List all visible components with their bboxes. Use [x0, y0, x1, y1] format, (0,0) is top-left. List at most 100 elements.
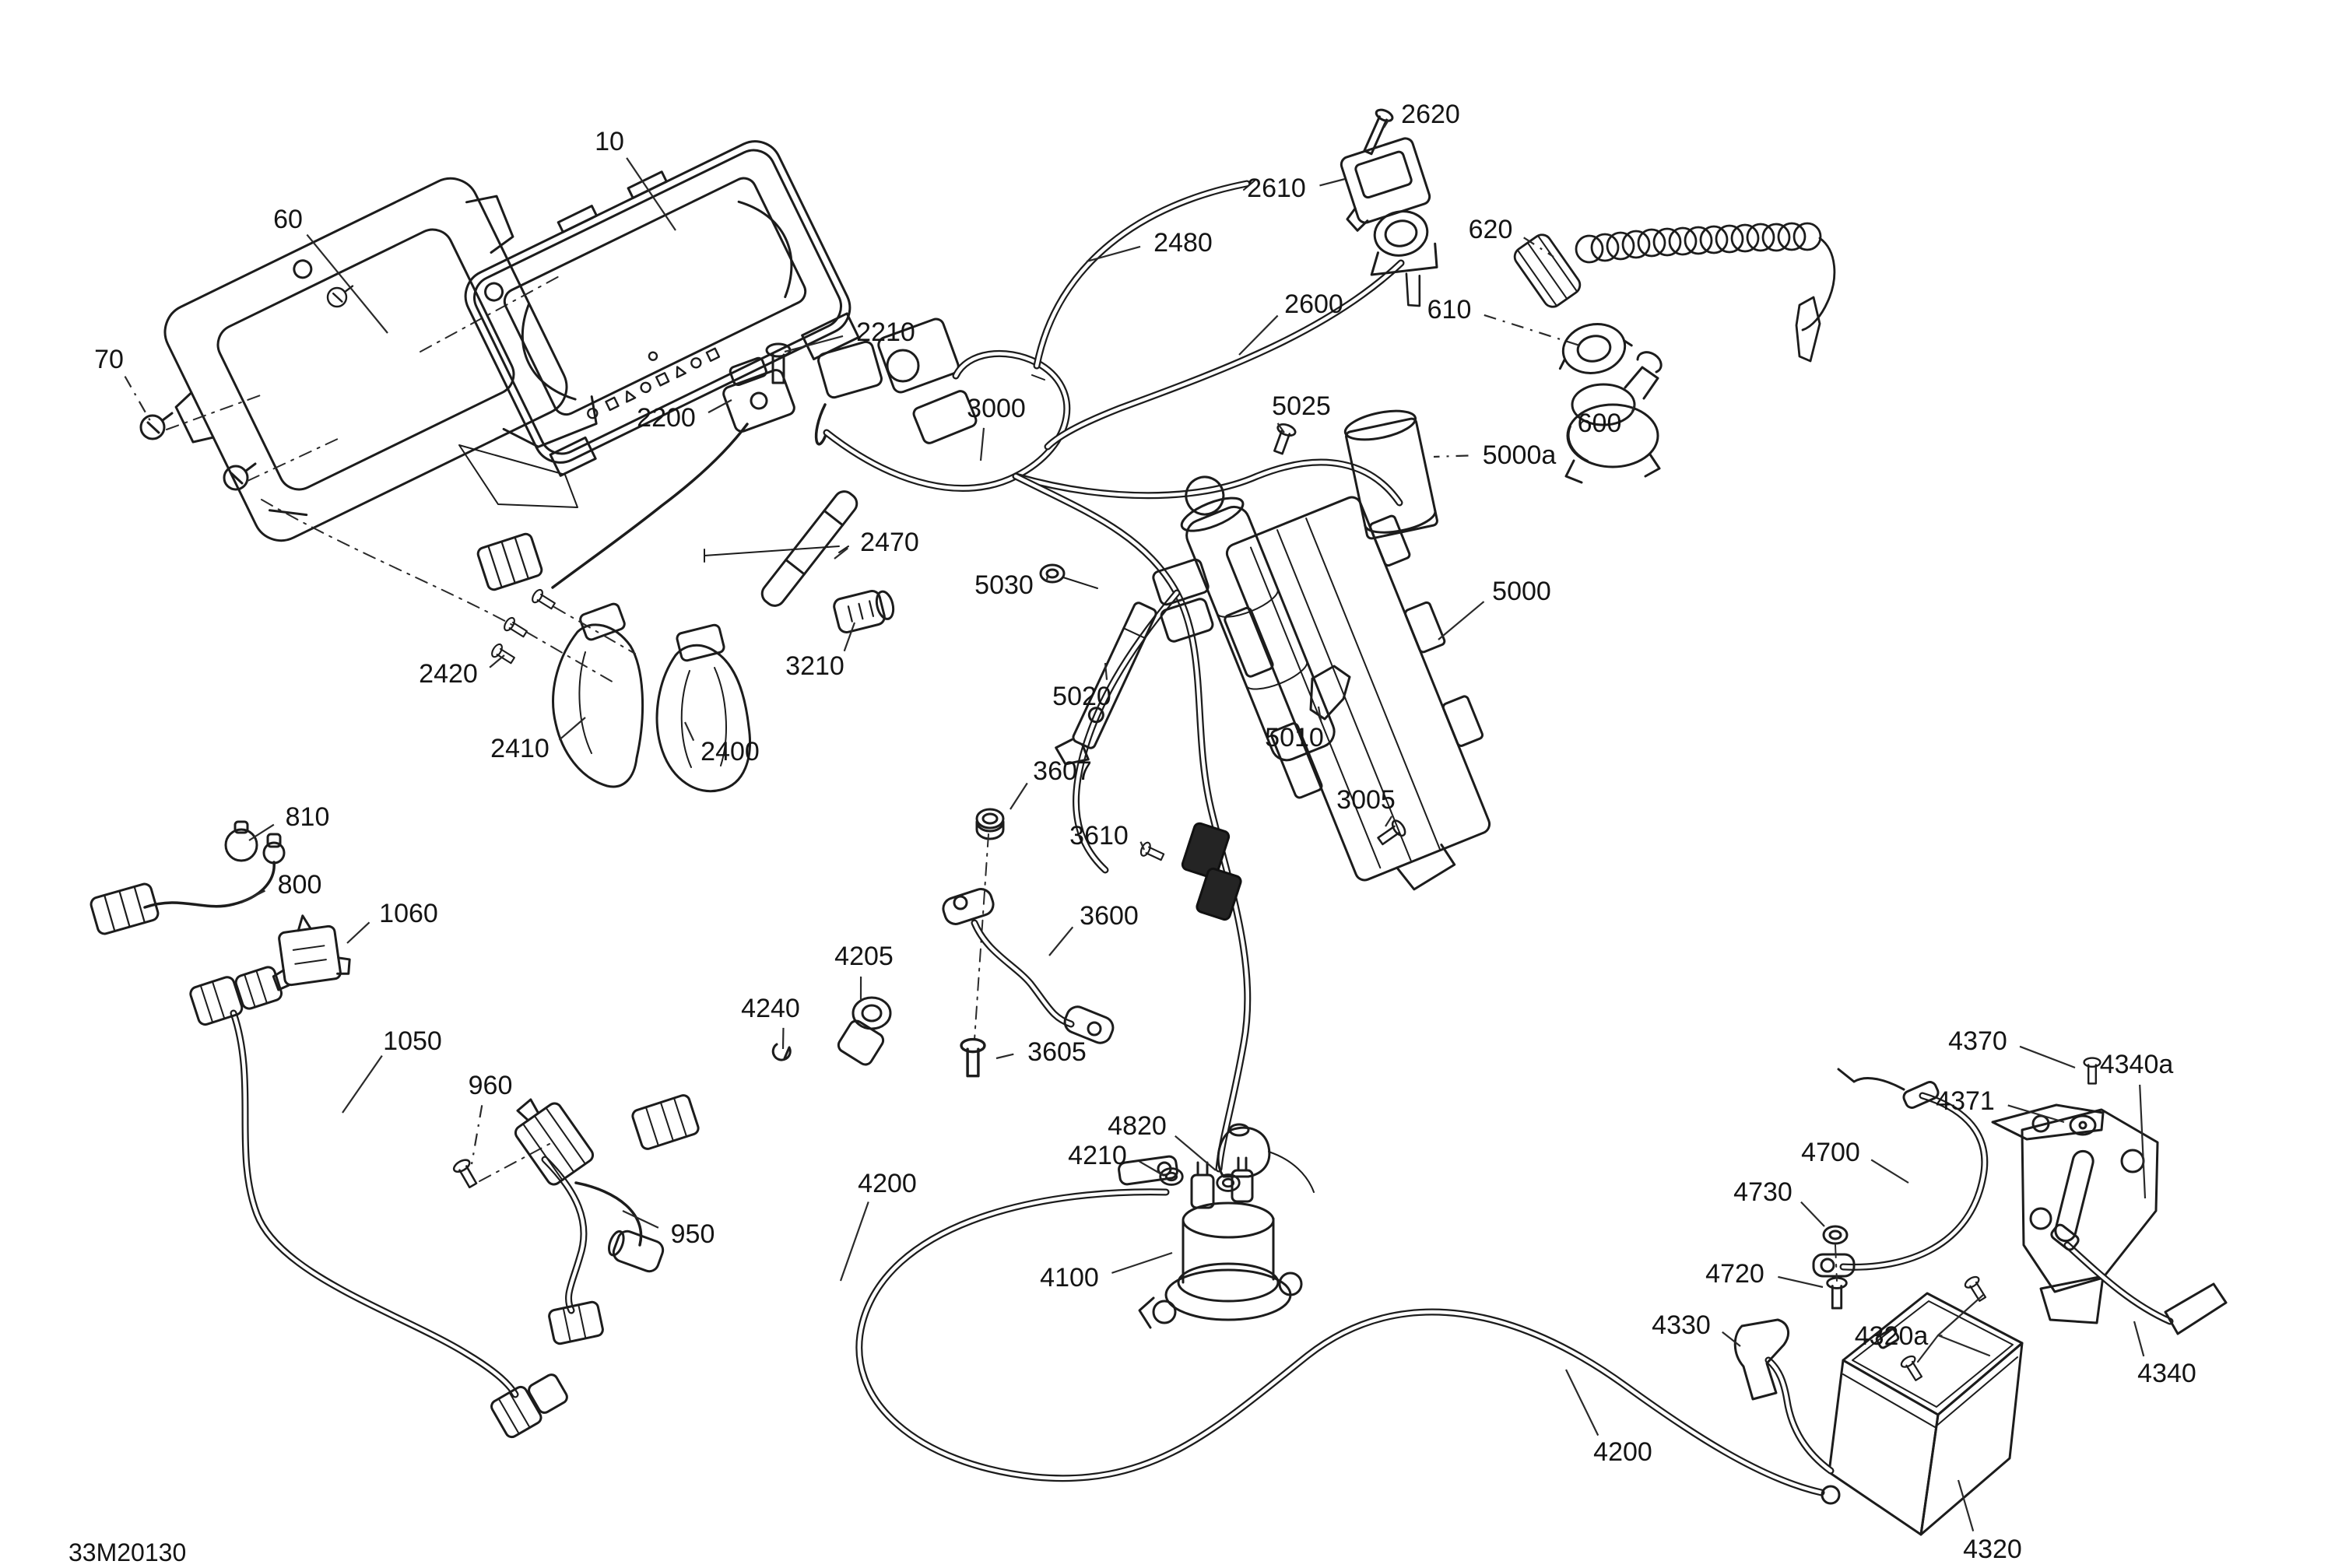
hold-down-rod-4340	[2050, 1223, 2228, 1335]
leader-70-2	[124, 376, 153, 426]
battery-bracket-4340a	[1991, 1103, 2159, 1324]
leader-1060-41	[346, 921, 370, 944]
gauge-icon-row	[587, 347, 721, 419]
callout-2480: 2480	[1153, 228, 1213, 258]
harness-dark-connector-a	[1181, 822, 1231, 879]
gauge-support-frame	[163, 177, 598, 542]
callout-3610: 3610	[1069, 821, 1129, 851]
callout-3210: 3210	[785, 651, 844, 681]
callout-2410: 2410	[490, 734, 550, 763]
leader-2420-6	[489, 654, 505, 668]
switch-housing-2410	[552, 602, 644, 788]
terminal-boot-4205	[837, 996, 892, 1066]
bulb-810	[224, 820, 258, 862]
callout-950: 950	[671, 1219, 715, 1249]
leader-4720-44	[1778, 1275, 1824, 1289]
callout-620: 620	[1469, 215, 1513, 244]
leader-4320a-46	[1937, 1334, 1943, 1337]
leader-5000a-18	[1433, 454, 1469, 458]
tether-clip	[1795, 296, 1821, 363]
leader-3005-24	[1385, 816, 1393, 827]
leader-3210-9	[843, 622, 856, 652]
cable-4700-lug-bottom	[1812, 1253, 1856, 1278]
leader-2400-8	[684, 721, 695, 742]
leader-800-40	[241, 889, 266, 903]
tether-cord-620	[1513, 222, 1836, 363]
flange-nut-3607	[975, 808, 1005, 840]
multifunction-gauge	[464, 140, 860, 477]
leader-4371-48	[2007, 1104, 2065, 1124]
terminal-boot-4330	[1733, 1318, 1790, 1401]
callout-3600: 3600	[1080, 901, 1139, 931]
leader-950-38	[622, 1210, 659, 1229]
callout-4820: 4820	[1108, 1111, 1167, 1141]
leader-2620-14	[1383, 119, 1390, 128]
sensor-2200	[722, 356, 795, 433]
relay-2610	[1340, 137, 1431, 232]
callout-960: 960	[469, 1071, 513, 1100]
bolt-3005	[1374, 817, 1409, 850]
connector-left-plug	[476, 532, 543, 591]
callout-3607: 3607	[1033, 756, 1092, 786]
leader-600-17	[1630, 404, 1636, 415]
leader-1050-36	[342, 1054, 383, 1114]
leader-4200-34	[839, 1201, 869, 1282]
callout-2210: 2210	[856, 317, 915, 347]
leader-4340-50	[2133, 1321, 2145, 1357]
callout-70: 70	[94, 345, 124, 374]
callout-4100: 4100	[1040, 1263, 1099, 1293]
main-harness-3000	[827, 353, 1399, 1169]
callout-4730: 4730	[1733, 1177, 1793, 1207]
gauge-harness-connectors	[551, 317, 978, 589]
leader-5025-19	[1276, 423, 1285, 433]
leader-2480-11	[1086, 245, 1141, 263]
callout-600: 600	[1578, 409, 1622, 438]
callout-10: 10	[595, 127, 624, 156]
leader-620-15	[1523, 237, 1554, 258]
callout-2200: 2200	[637, 403, 696, 433]
callout-5025: 5025	[1272, 391, 1331, 421]
screw-2420b	[501, 615, 530, 641]
callout-4720: 4720	[1705, 1259, 1764, 1289]
ring-nut-610	[1558, 323, 1633, 374]
cable-2600	[1048, 263, 1401, 447]
screw-2620	[1363, 108, 1394, 156]
cable-4700-lug-top	[1837, 1068, 1940, 1109]
bracket-5020	[1055, 602, 1157, 766]
tie-rod	[704, 545, 849, 563]
leader-4730-43	[1800, 1201, 1825, 1227]
bolt-5025	[1269, 421, 1298, 457]
leader-2470-5	[834, 547, 848, 559]
leader-2600-12	[1238, 314, 1279, 356]
battery-cable-4200	[859, 1192, 1821, 1493]
stud-3605	[960, 1037, 986, 1078]
leader-3605-28	[995, 1053, 1014, 1060]
callout-5000a: 5000a	[1483, 440, 1557, 470]
connector-3210	[833, 590, 895, 633]
callout-4320a: 4320a	[1855, 1321, 1929, 1351]
ground-cable-4700	[1843, 1096, 1985, 1267]
callout-5020: 5020	[1052, 682, 1111, 711]
callout-4370: 4370	[1948, 1026, 2007, 1056]
callout-3000: 3000	[967, 394, 1026, 423]
callout-800: 800	[278, 870, 322, 900]
leader-3600-27	[1048, 926, 1074, 956]
callout-4330: 4330	[1652, 1310, 1711, 1340]
leader-4700-42	[1870, 1159, 1909, 1184]
callout-5010: 5010	[1265, 723, 1324, 752]
leader-4320-51	[1957, 1479, 1975, 1532]
callout-3605: 3605	[1027, 1037, 1087, 1067]
callout-60: 60	[273, 205, 303, 234]
callout-1060: 1060	[379, 899, 438, 928]
clamp-4240	[771, 1043, 792, 1061]
harness-1050	[189, 966, 568, 1439]
cable-4200-lug	[1821, 1485, 1841, 1505]
starter-cylinder	[1180, 475, 1336, 762]
grommet-4820	[1217, 1123, 1315, 1193]
dess-connector	[1370, 210, 1438, 307]
leader-960-37	[470, 1105, 483, 1165]
leader-4820-31	[1175, 1135, 1217, 1171]
callout-4200: 4200	[858, 1169, 917, 1198]
